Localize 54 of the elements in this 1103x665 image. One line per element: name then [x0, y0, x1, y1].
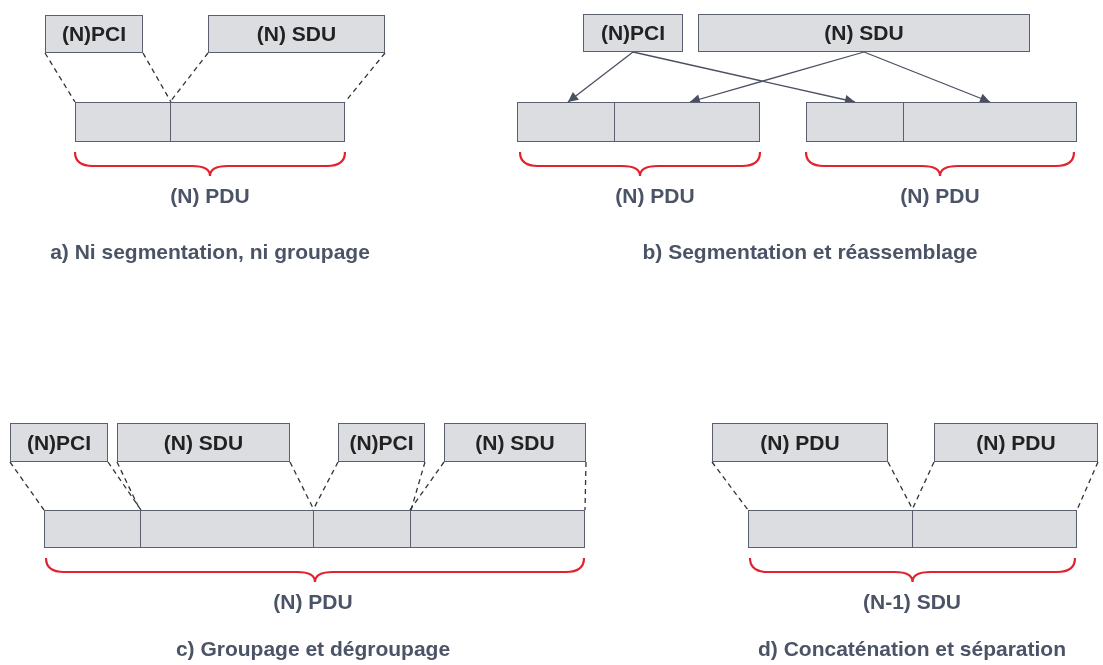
box-label: (N) SDU — [824, 21, 904, 45]
brace-label: (N) PDU — [170, 184, 250, 208]
box-label: (N) PDU — [760, 430, 840, 455]
box-label: (N) PDU — [976, 430, 1056, 455]
box-label: (N)PCI — [61, 22, 127, 46]
segment-box — [75, 102, 171, 142]
header-box — [583, 14, 683, 52]
brace-label: (N-1) SDU — [863, 590, 961, 614]
dashed-line — [44, 52, 76, 103]
segment-box — [44, 510, 141, 548]
caption: c) Groupage et dégroupage — [175, 637, 451, 661]
arrow — [567, 51, 634, 103]
caption: d) Concaténation et séparation — [758, 637, 1066, 661]
box-label: (N) SDU — [163, 430, 244, 455]
segment-box — [903, 102, 1077, 142]
header-box — [45, 15, 143, 53]
header-box — [934, 423, 1098, 462]
arrow — [863, 51, 991, 103]
dashed-line — [9, 461, 45, 511]
segment-box — [313, 510, 411, 548]
header-box — [698, 14, 1030, 52]
dashed-line — [1076, 461, 1099, 511]
caption: a) Ni segmentation, ni groupage — [50, 240, 370, 264]
segment-box — [614, 102, 760, 142]
segment-box — [410, 510, 585, 548]
brace-label: (N) PDU — [900, 184, 980, 208]
header-box — [208, 15, 385, 53]
brace-label: (N) PDU — [273, 590, 353, 614]
header-box — [444, 423, 586, 462]
caption: b) Segmentation et réassemblage — [642, 240, 978, 264]
dashed-line — [584, 461, 587, 511]
header-box — [712, 423, 888, 462]
header-box — [117, 423, 290, 462]
brace-label: (N) PDU — [615, 184, 695, 208]
dashed-line — [107, 461, 142, 511]
box-label: (N) SDU — [475, 430, 555, 455]
header-box — [338, 423, 425, 462]
segment-box — [748, 510, 913, 548]
dashed-line — [911, 461, 935, 511]
dashed-line — [711, 461, 749, 511]
box-label: (N)PCI — [349, 430, 414, 455]
dashed-line — [142, 52, 172, 103]
header-box — [10, 423, 108, 462]
segment-box — [912, 510, 1077, 548]
box-label: (N) SDU — [256, 22, 337, 46]
segment-box — [806, 102, 904, 142]
dashed-line — [169, 52, 209, 103]
dashed-line — [409, 461, 445, 511]
segment-box — [517, 102, 615, 142]
dashed-line — [410, 461, 426, 511]
box-label: (N)PCI — [600, 21, 666, 45]
box-label: (N)PCI — [26, 430, 92, 455]
segment-box — [170, 102, 345, 142]
segment-box — [140, 510, 314, 548]
